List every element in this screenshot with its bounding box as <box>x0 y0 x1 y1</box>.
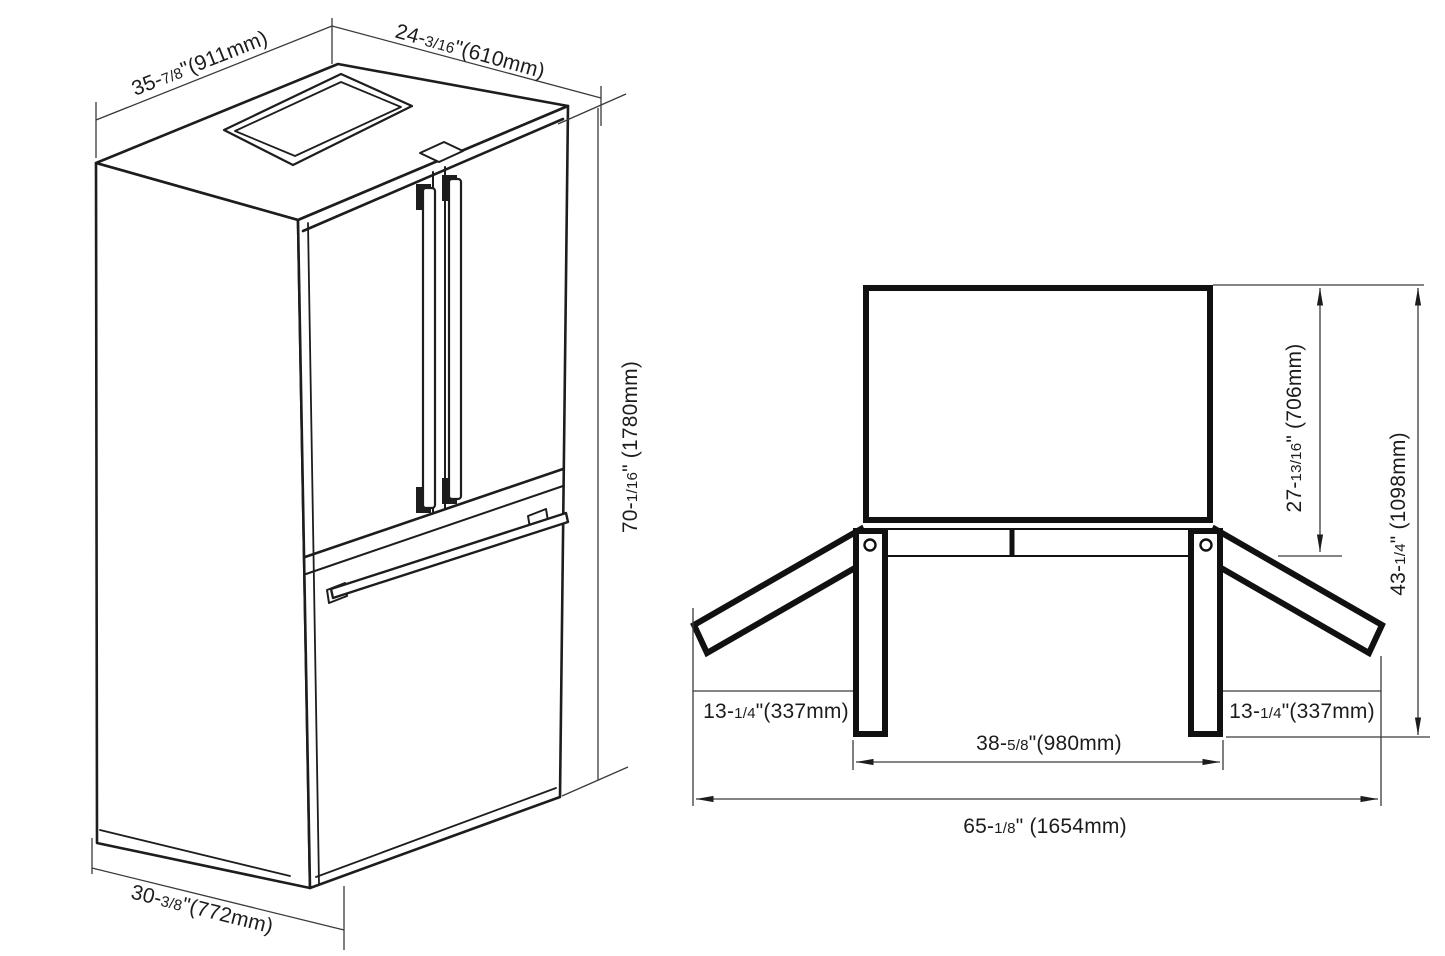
ext-height-bottom <box>561 766 629 797</box>
top-view-dimension-lines <box>692 284 1430 806</box>
right-door-open-90 <box>1188 528 1223 737</box>
closed-door-band <box>868 528 1208 557</box>
right-door-open-135 <box>1198 524 1386 658</box>
dim-line-depth-bottom <box>91 867 345 931</box>
dim-label-door-swing-right: 13-1/4"(337mm) <box>1229 699 1375 723</box>
freezer-top-edge <box>305 485 564 575</box>
dim-line-width-top <box>95 25 333 121</box>
dim-whole: 13- <box>703 699 735 723</box>
dim-fraction: 1/4 <box>734 704 756 722</box>
top-hinge-cover <box>419 141 464 163</box>
left-door-handle <box>421 186 437 510</box>
dim-rest: " (1780mm) <box>618 360 642 472</box>
kick-line-left <box>99 829 291 877</box>
isometric-dimension-lines <box>91 18 629 950</box>
dim-fraction: 13/16 <box>1287 442 1305 482</box>
dim-label-width-doors-90: 38-5/8"(980mm) <box>976 731 1122 755</box>
fridge-left-side-face <box>94 161 312 890</box>
dim-label-door-depth: 27-13/16" (706mm) <box>1282 343 1306 513</box>
isometric-refrigerator <box>94 62 570 890</box>
dim-whole: 70- <box>618 502 642 534</box>
right-door-handle <box>447 177 463 501</box>
dim-fraction: 1/4 <box>1391 543 1409 565</box>
left-hinge-pin <box>863 538 877 552</box>
right-hinge-pin <box>1199 538 1213 552</box>
dim-rest: " (1098mm) <box>1386 432 1410 544</box>
dim-fraction: 5/8 <box>1007 736 1029 754</box>
dim-whole: 43- <box>1386 564 1410 596</box>
kick-line-front <box>315 787 557 878</box>
left-door-open-135 <box>690 524 878 658</box>
dim-fraction: 1/8 <box>994 819 1016 837</box>
dim-label-door-swing-left: 13-1/4"(337mm) <box>703 699 849 723</box>
dim-rest: "(337mm) <box>755 699 849 723</box>
left-door-open-90 <box>853 528 888 737</box>
dim-fraction: 1/4 <box>1260 704 1282 722</box>
dim-whole: 27- <box>1282 481 1306 513</box>
dim-label-depth-doors-open: 43-1/4" (1098mm) <box>1386 432 1410 596</box>
dim-rest: "(980mm) <box>1028 731 1122 755</box>
dim-rest: " (706mm) <box>1282 343 1306 443</box>
dim-label-width-doors-open: 65-1/8" (1654mm) <box>963 814 1127 838</box>
dim-whole: 38- <box>976 731 1008 755</box>
dim-rest: " (1654mm) <box>1015 814 1127 838</box>
dim-whole: 65- <box>963 814 995 838</box>
dim-fraction: 1/16 <box>623 471 641 503</box>
top-panel-inner <box>234 81 402 157</box>
freezer-handle-bar <box>329 511 570 600</box>
cabinet-outline <box>863 285 1213 523</box>
dim-label-height: 70-1/16" (1780mm) <box>618 360 642 534</box>
dim-line-depth-top <box>331 25 602 99</box>
dim-rest: "(337mm) <box>1281 699 1375 723</box>
door-bottom-edge <box>303 467 565 559</box>
front-left-inner-edge <box>307 222 320 885</box>
dim-whole: 13- <box>1229 699 1261 723</box>
ext-height-top <box>557 93 627 125</box>
top-view-doors-open <box>690 285 1386 737</box>
